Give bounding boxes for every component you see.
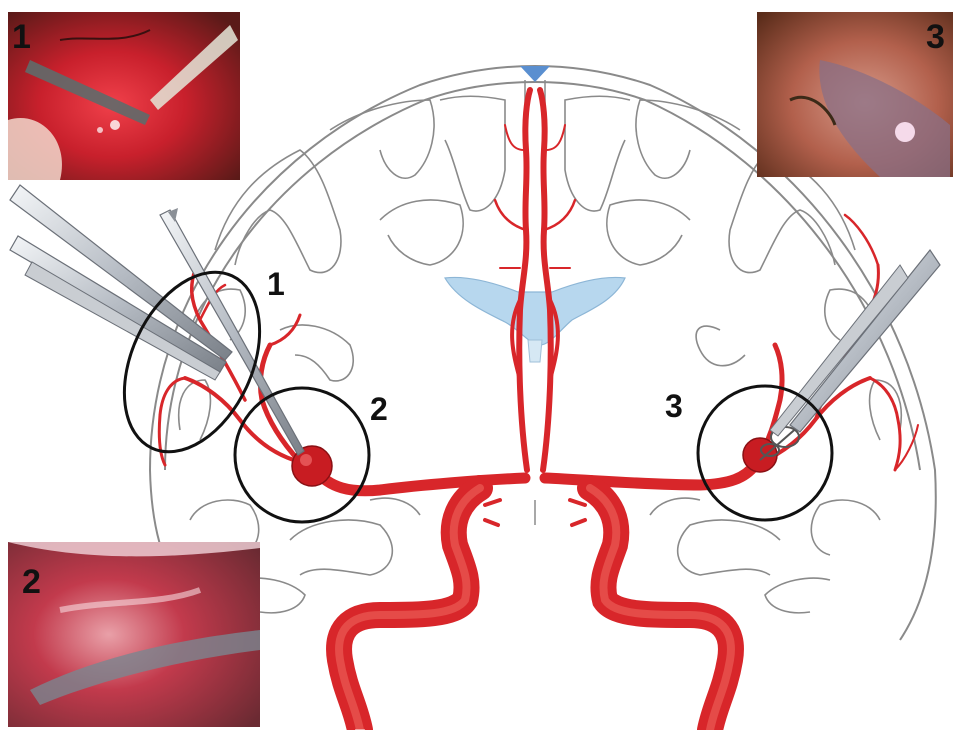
callout-2-label: 2 bbox=[370, 393, 388, 425]
callout-3-label: 3 bbox=[665, 390, 683, 422]
lateral-ventricles bbox=[445, 277, 625, 345]
sagittal-sinus bbox=[520, 66, 550, 82]
anterior-cerebral-arteries bbox=[495, 90, 575, 470]
right-clip-applier bbox=[770, 250, 940, 436]
photo-inset-3 bbox=[757, 12, 953, 177]
photo-1-label: 1 bbox=[12, 20, 31, 54]
photo-3-label: 3 bbox=[926, 20, 945, 54]
photo-inset-2 bbox=[8, 542, 260, 727]
photo-2-label: 2 bbox=[22, 565, 41, 599]
third-ventricle bbox=[528, 340, 542, 362]
callout-1-label: 1 bbox=[267, 268, 285, 300]
left-dissector bbox=[160, 208, 304, 455]
photo-inset-1 bbox=[8, 12, 240, 180]
